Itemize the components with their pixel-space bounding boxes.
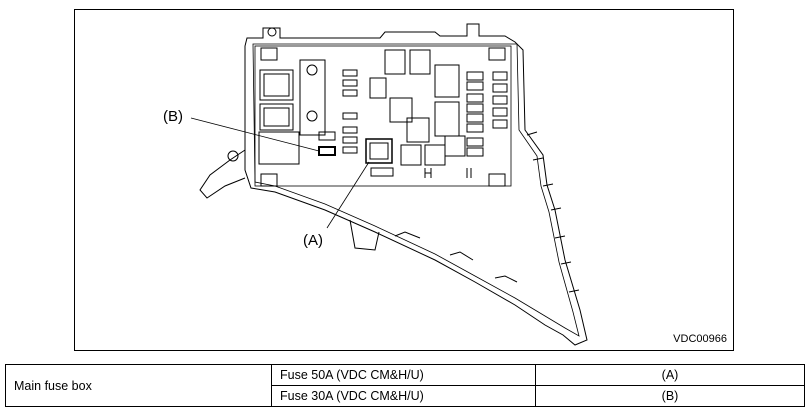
bolt-terminal: [299, 59, 326, 136]
fuse-box-drawing: [190, 23, 588, 346]
legend-component: Main fuse box: [5, 364, 272, 407]
fuse-box-housing: [244, 23, 588, 346]
leader-line-b: [190, 117, 320, 152]
fuse-50a-a: [365, 138, 393, 164]
relay-left-1: [259, 69, 294, 101]
legend-description: Fuse 30A (VDC CM&H/U): [271, 385, 536, 407]
callout-label-a: (A): [303, 232, 323, 249]
legend-table: Main fuse box Fuse 50A (VDC CM&H/U) (A) …: [5, 364, 805, 407]
mounting-hole: [267, 27, 277, 37]
figure-frame: (B) (A) VDC00966: [74, 9, 734, 351]
fuse-30a-b: [318, 146, 336, 156]
base-panel: [254, 45, 512, 187]
bracket-boss: [227, 150, 239, 162]
legend-description: Fuse 50A (VDC CM&H/U): [271, 364, 536, 386]
relay-left-2: [259, 103, 294, 131]
legend-row: Main fuse box Fuse 50A (VDC CM&H/U) (A): [5, 364, 805, 407]
legend-key: (B): [535, 385, 805, 407]
fuse-box-housing-inner: [252, 43, 580, 337]
legend-row: Fuse 30A (VDC CM&H/U) (B): [6, 385, 805, 407]
leader-line-a: [326, 161, 370, 229]
callout-label-b: (B): [163, 108, 183, 125]
figure-code: VDC00966: [673, 333, 727, 345]
legend-key: (A): [535, 364, 805, 386]
